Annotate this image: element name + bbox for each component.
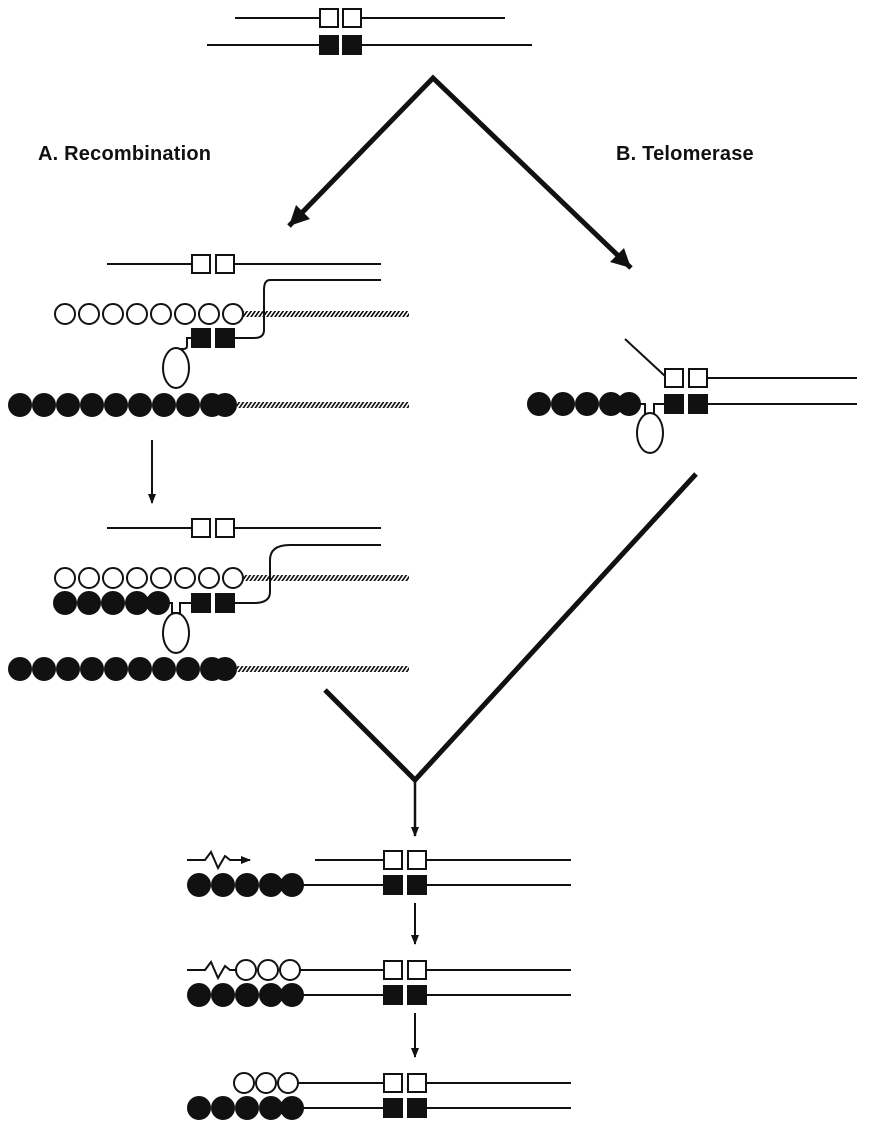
- product-stage-3: [187, 1072, 571, 1120]
- pathway-label-telomerase: B. Telomerase: [616, 143, 754, 165]
- split-arrows: [287, 74, 633, 270]
- merge-arrows: [323, 472, 698, 784]
- pathway-label-recombination: A. Recombination: [38, 143, 212, 165]
- recombination-intermediate-2: [8, 518, 409, 681]
- telomerase-intermediate: [527, 338, 857, 454]
- recombination-intermediate-1: [8, 254, 409, 417]
- product-stage-2: [187, 959, 571, 1007]
- initial-telomere-end: [207, 8, 532, 55]
- product-stage-1: [187, 850, 571, 897]
